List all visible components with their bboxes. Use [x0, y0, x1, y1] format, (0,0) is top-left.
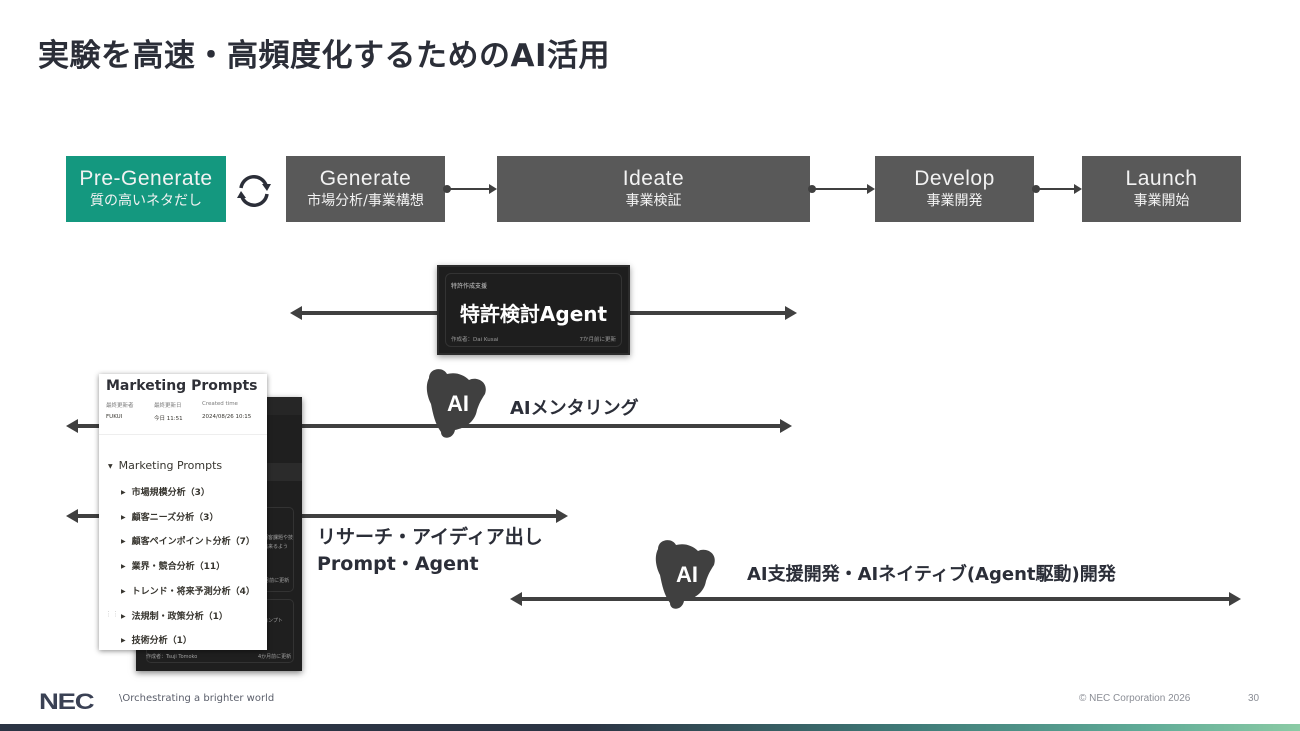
toggle-item[interactable]: ▶ トレンド・将来予測分析（4） [121, 584, 255, 597]
prop-header-last-edited: 最終更新日 [154, 403, 182, 409]
stage-title: Ideate [622, 167, 685, 190]
page-number: 30 [1248, 693, 1260, 704]
agent-name: 特許検討Agent [459, 302, 608, 326]
agent-author: 作成者：Dai Kusai [451, 337, 499, 343]
footer-gradient-bar [0, 724, 1300, 731]
arrowhead-right [785, 306, 797, 320]
ai-development-span-arrow [510, 592, 1241, 606]
stage-subtitle: 事業検証 [625, 193, 682, 209]
ai-blob-icon [426, 369, 486, 438]
toggle-item-label: トレンド・将来予測分析（4） [131, 587, 255, 597]
agent-category: 特許作成支援 [451, 283, 488, 290]
brand-tagline: \Orchestrating a brighter world [119, 693, 275, 704]
card-snippet: ロンプト [263, 618, 283, 624]
nec-logo: NEC [39, 689, 95, 714]
toggle-item-label: 技術分析（1） [131, 636, 192, 646]
research-label: リサーチ・アイディア出し Prompt・Agent [317, 524, 543, 578]
toggle-label: Marketing Prompts [118, 459, 223, 472]
copyright: © NEC Corporation 2026 [1079, 693, 1191, 704]
arrowhead-left [510, 592, 522, 606]
stage-subtitle: 事業開始 [1133, 193, 1190, 209]
stage-develop: Develop 事業開発 [875, 156, 1034, 222]
marketing-prompts-page: Marketing Prompts 最終更新者 最終更新日 Created ti… [99, 374, 267, 650]
caret-right-icon: ▶ [121, 588, 126, 595]
ai-badge-mentoring: AI [419, 364, 497, 442]
divider [99, 434, 267, 435]
stage-title: Launch [1125, 167, 1198, 190]
arrowhead-right [780, 419, 792, 433]
caret-right-icon: ▶ [121, 538, 126, 545]
stage-pre-generate: Pre-Generate 質の高いネタだし [66, 156, 226, 222]
ai-mentoring-label: AIメンタリング [510, 398, 639, 419]
prop-header-last-editor: 最終更新者 [106, 403, 134, 409]
flow-connector [1032, 184, 1082, 194]
toggle-item-label: 市場規模分析（3） [131, 488, 210, 498]
card-updated: 4か月前に更新 [258, 654, 292, 660]
ai-badge-development: AI [648, 535, 726, 613]
toggle-item-label: 法規制・政策分析（1） [131, 612, 228, 622]
property-values: FUKUI 今日 11:51 2024/08/26 10:15 [106, 414, 251, 422]
prop-value-last-edited: 今日 11:51 [154, 416, 183, 422]
card-inner-border [445, 273, 622, 347]
caret-right-icon: ▶ [121, 514, 126, 521]
ai-development-label: AI支援開発・AIネイティブ(Agent駆動)開発 [747, 564, 1116, 585]
agent-updated: 7か月前に更新 [579, 337, 617, 343]
stage-title: Pre-Generate [79, 167, 213, 190]
card-author: 作成者：Tsuji Tomoko [146, 654, 198, 660]
arrowhead-left [290, 306, 302, 320]
flow-connector [443, 184, 497, 194]
stage-ideate: Ideate 事業検証 [497, 156, 810, 222]
prop-value-created: 2024/08/26 10:15 [202, 414, 252, 420]
prop-value-last-editor: FUKUI [106, 414, 123, 420]
toggle-item[interactable]: ▶ 顧客ニーズ分析（3） [121, 510, 218, 523]
caret-right-icon: ▶ [121, 563, 126, 570]
toggle-item[interactable]: ▶ 業界・競合分析（11） [121, 559, 225, 572]
research-label-line2: Prompt・Agent [317, 553, 479, 575]
card-snippet: 出来るよう [263, 544, 289, 550]
toggle-item[interactable]: ▶ 顧客ペインポイント分析（7） [121, 534, 255, 547]
slide-title: 実験を高速・高頻度化するためのAI活用 [38, 38, 611, 74]
stage-title: Develop [914, 167, 995, 190]
stage-subtitle: 質の高いネタだし [90, 193, 202, 209]
research-span-arrow [66, 509, 568, 523]
toggle-item-label: 顧客ペインポイント分析（7） [131, 537, 255, 547]
caret-down-icon: ▼ [108, 462, 113, 470]
prop-header-created: Created time [202, 401, 238, 407]
property-headers: 最終更新者 最終更新日 Created time [106, 401, 238, 409]
refresh-cycle-icon [237, 175, 271, 207]
flow-connector [808, 184, 875, 194]
toggle-item[interactable]: ▶ 市場規模分析（3） [121, 485, 210, 498]
card-updated: 7か月前に更新 [256, 578, 290, 584]
stage-subtitle: 市場分析/事業構想 [307, 193, 424, 209]
caret-right-icon: ▶ [121, 637, 126, 644]
stage-generate: Generate 市場分析/事業構想 [286, 156, 445, 222]
toggle-item-label: 業界・競合分析（11） [131, 562, 226, 572]
drag-handle-icon[interactable]: ⋮⋮ [105, 610, 119, 618]
stage-launch: Launch 事業開始 [1082, 156, 1241, 222]
ai-blob-icon [655, 540, 715, 609]
toggle-item[interactable]: ▶ 技術分析（1） [121, 633, 192, 646]
stage-subtitle: 事業開発 [926, 193, 983, 209]
research-label-line1: リサーチ・アイディア出し [317, 526, 543, 548]
arrowhead-left [66, 419, 78, 433]
caret-right-icon: ▶ [121, 489, 126, 496]
patent-agent-card[interactable]: 特許作成支援 特許検討Agent 作成者：Dai Kusai 7か月前に更新 [437, 265, 630, 355]
toggle-marketing-prompts[interactable]: ▼ Marketing Prompts [108, 459, 222, 472]
ai-badge-label: AI [447, 391, 469, 416]
toggle-item-label: 顧客ニーズ分析（3） [131, 513, 219, 523]
card-snippet: 顧客課題や技 [263, 535, 294, 541]
ai-mentoring-span-arrow [66, 419, 792, 433]
page-title: Marketing Prompts [106, 378, 258, 394]
toggle-item[interactable]: ▶ 法規制・政策分析（1） [121, 609, 228, 622]
arrowhead-left [66, 509, 78, 523]
stage-title: Generate [319, 167, 412, 190]
arrowhead-right [556, 509, 568, 523]
ai-badge-label: AI [676, 562, 698, 587]
arrowhead-right [1229, 592, 1241, 606]
caret-right-icon: ▶ [121, 613, 126, 620]
